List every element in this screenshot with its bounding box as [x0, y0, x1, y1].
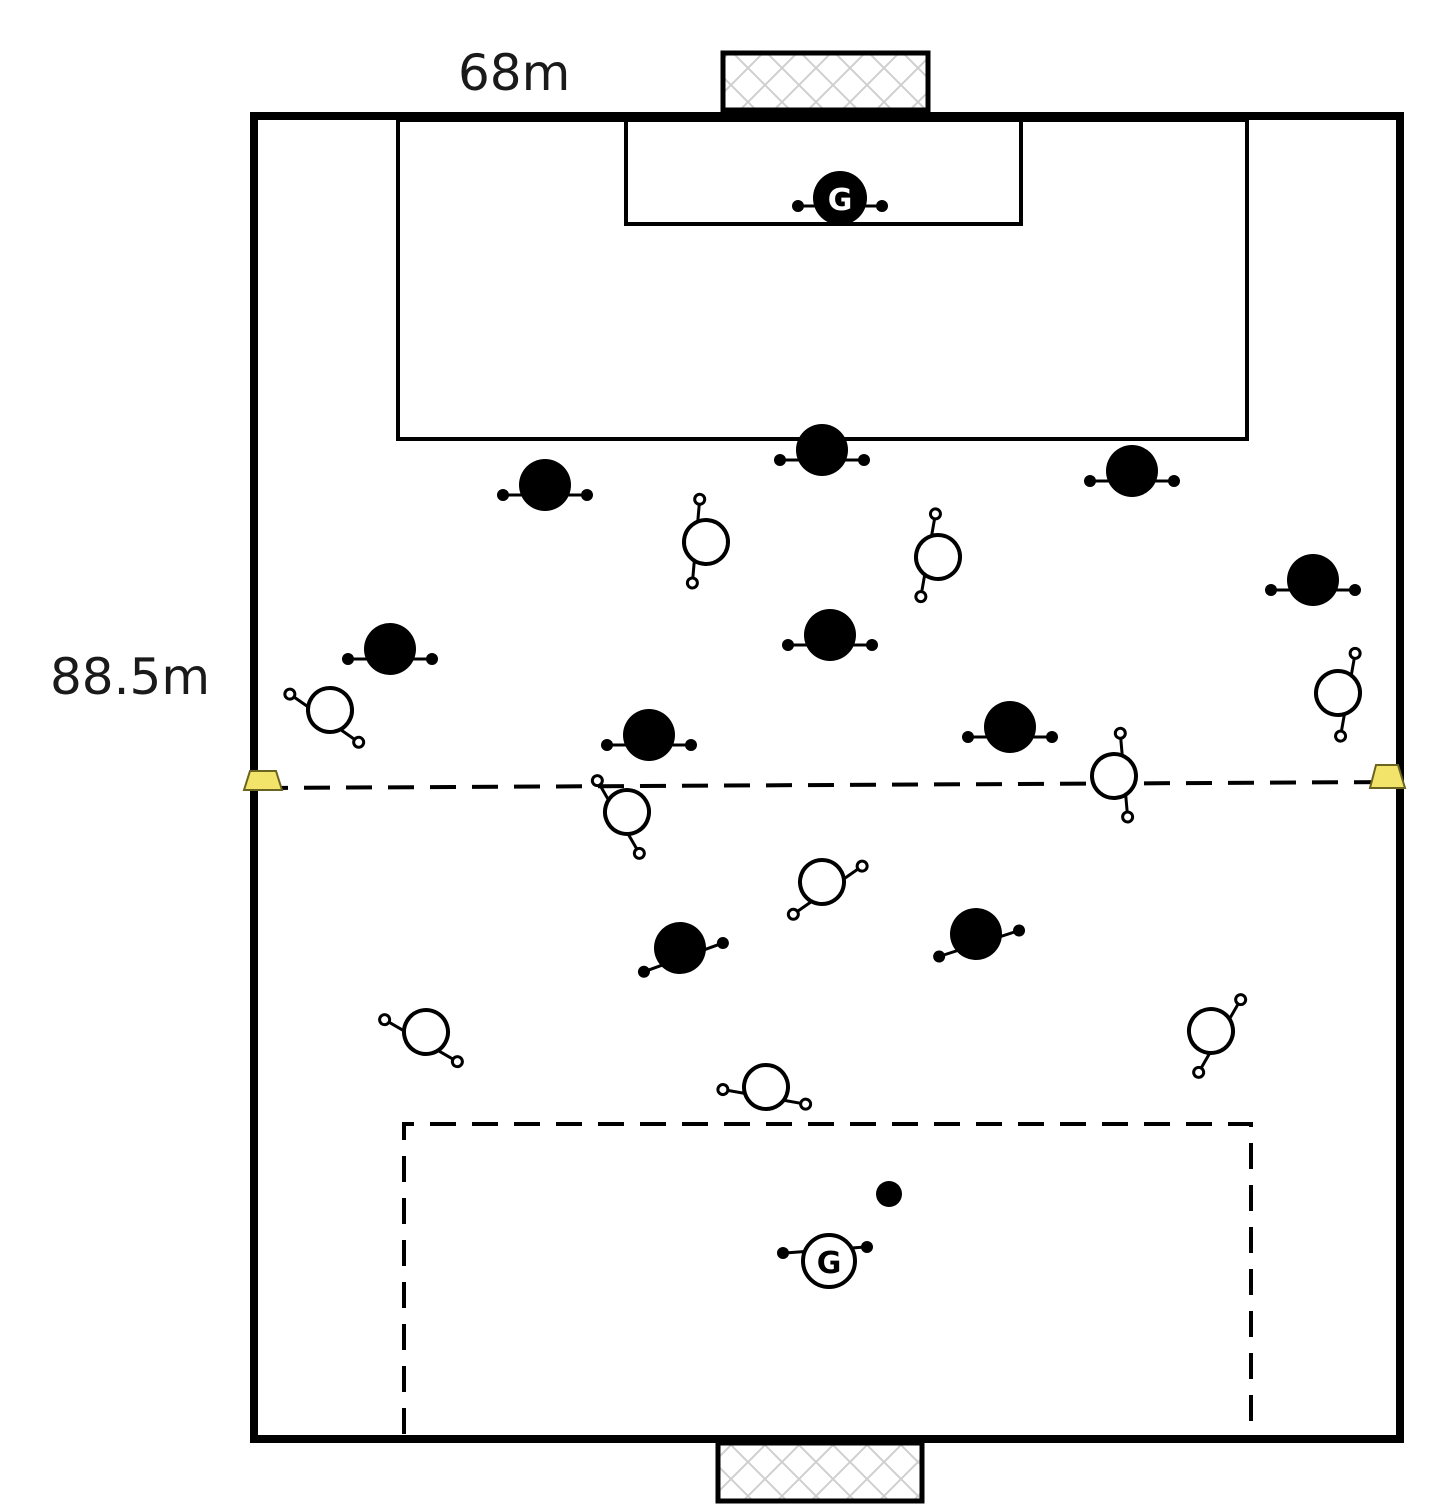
- dark-player-icon: [774, 424, 870, 476]
- light-player-icon: [682, 492, 730, 590]
- top-penalty-area: [396, 118, 1249, 441]
- light-player-icon: [786, 858, 869, 921]
- dark-player-icon: [962, 701, 1058, 753]
- dark-player-icon: [1265, 554, 1361, 606]
- dark-player-icon: [782, 609, 878, 661]
- bottom-dashed-zone: [402, 1122, 1253, 1434]
- goalkeeper-label: G: [828, 183, 853, 218]
- halfway-dashed-line: [261, 780, 1393, 790]
- cone-icon: [1368, 764, 1407, 789]
- light-player-icon: [1314, 646, 1362, 743]
- light-player-icon: [1090, 726, 1138, 824]
- pitch-width-label: 68m: [458, 44, 571, 102]
- dark-player-icon: [601, 709, 697, 761]
- light-player-icon: [914, 507, 962, 604]
- top-goal-area: [624, 118, 1023, 226]
- light-goalkeeper: G: [777, 1233, 873, 1289]
- light-player-icon: [590, 774, 651, 860]
- bottom-goal: [715, 1440, 925, 1504]
- dark-player-icon: [1084, 445, 1180, 497]
- dark-player-icon: [933, 908, 1026, 963]
- pitch-length-label: 88.5m: [50, 648, 211, 706]
- light-player-icon: [283, 686, 366, 749]
- dark-player-icon: [637, 922, 729, 978]
- light-player-icon: [1187, 993, 1248, 1079]
- ball-icon: [876, 1181, 902, 1207]
- dark-player-icon: [342, 623, 438, 675]
- light-player-icon: [716, 1063, 813, 1111]
- cone-icon: [242, 770, 284, 791]
- top-goal: [720, 50, 931, 113]
- players-layer: [283, 424, 1362, 1111]
- dark-goalkeeper: G: [792, 171, 888, 225]
- dark-player-icon: [497, 459, 593, 511]
- light-player-icon: [378, 1008, 464, 1069]
- goalkeeper-label: G: [817, 1246, 842, 1281]
